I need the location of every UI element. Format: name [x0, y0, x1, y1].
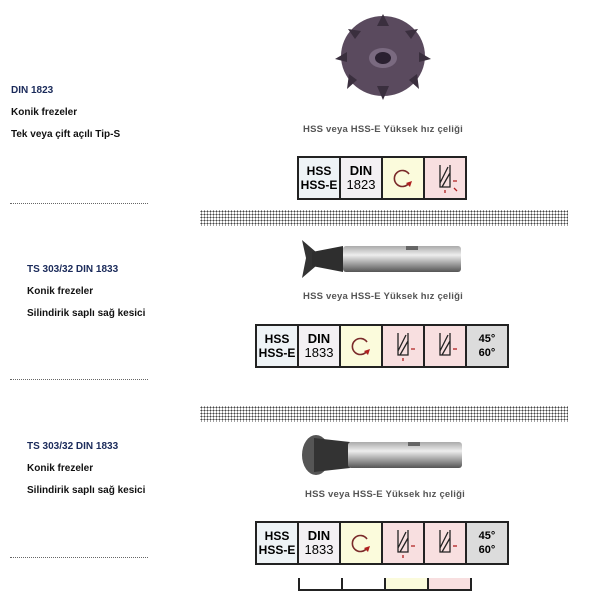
din-number: 1833	[304, 345, 334, 360]
angle-label: 60°	[478, 544, 496, 556]
angle-cutter-image	[302, 435, 462, 475]
dotted-separator	[200, 406, 568, 422]
din-label: DIN	[307, 528, 331, 543]
angle-label: 45°	[478, 333, 496, 345]
dotted-separator	[200, 210, 568, 226]
cutting-cell	[383, 326, 423, 366]
din-number: 1833	[304, 542, 334, 557]
product-type: Konik frezeler	[27, 463, 94, 474]
cutting-cell	[425, 158, 465, 198]
rotation-arrow-icon	[393, 169, 412, 188]
dovetail-cutter-image	[302, 240, 461, 278]
cutter-profile-icon	[397, 530, 415, 558]
angle-label: 60°	[478, 347, 496, 359]
angle-label: 45°	[478, 530, 496, 542]
divider	[10, 203, 148, 204]
cutter-profile-icon	[439, 530, 457, 553]
cutter-profile-icon	[397, 333, 415, 361]
product-type: Konik frezeler	[11, 107, 78, 118]
disc-cutter-image	[335, 14, 431, 100]
cutting-cell	[425, 326, 465, 366]
din-label: DIN	[349, 163, 373, 178]
partial-spec-table	[298, 578, 472, 591]
cutting-cell	[425, 523, 465, 563]
cutter-profile-icon	[439, 165, 458, 193]
product-description: Silindirik saplı sağ kesici	[27, 485, 146, 496]
product-description: Silindirik saplı sağ kesici	[27, 308, 146, 319]
product-code: DIN 1823	[11, 85, 54, 96]
din-number: 1823	[346, 177, 376, 192]
material-label: HSS	[306, 164, 332, 178]
material-label: HSS-E	[300, 178, 338, 192]
rotation-arrow-icon	[351, 534, 370, 553]
material-label: HSS-E	[258, 346, 296, 360]
product-type: Konik frezeler	[27, 286, 94, 297]
rotation-arrow-icon	[351, 337, 370, 356]
angle-cell: 45°60°	[467, 326, 507, 366]
divider	[10, 379, 148, 380]
material-caption: HSS veya HSS-E Yüksek hız çeliği	[303, 291, 463, 302]
material-caption: HSS veya HSS-E Yüksek hız çeliği	[303, 124, 463, 135]
rotation-cell	[341, 523, 381, 563]
divider	[10, 557, 148, 558]
rotation-cell	[383, 158, 423, 198]
rotation-cell	[341, 326, 381, 366]
product-code: TS 303/32 DIN 1833	[27, 441, 119, 452]
material-caption: HSS veya HSS-E Yüksek hız çeliği	[305, 489, 465, 500]
angle-cell: 45°60°	[467, 523, 507, 563]
material-label: HSS-E	[258, 543, 296, 557]
cutting-cell	[383, 523, 423, 563]
cutter-profile-icon	[439, 333, 457, 356]
din-label: DIN	[307, 331, 331, 346]
material-label: HSS	[264, 332, 290, 346]
material-label: HSS	[264, 529, 290, 543]
product-code: TS 303/32 DIN 1833	[27, 264, 119, 275]
product-description: Tek veya çift açılı Tip-S	[11, 129, 121, 140]
